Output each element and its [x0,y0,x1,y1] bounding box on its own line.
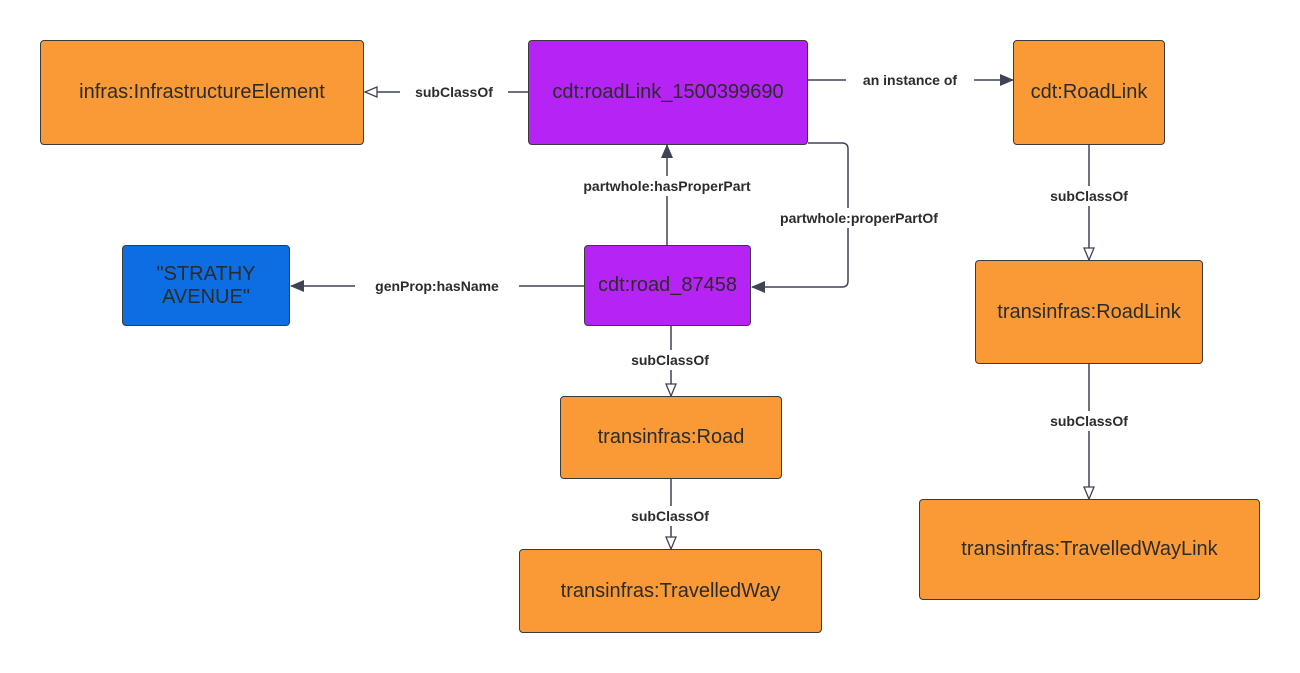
node-transinfras-road-link[interactable]: transinfras:RoadLink [975,260,1203,364]
node-label: cdt:RoadLink [1030,81,1148,103]
node-label: "STRATHY AVENUE" [156,262,256,308]
edge-label-transinfras-road-subclassof: subClassOf [631,508,709,524]
node-label: transinfras:RoadLink [997,300,1181,323]
node-label: cdt:roadLink_1500399690 [552,81,784,103]
node-label: transinfras:TravelledWayLink [961,538,1218,560]
edge-label-proper-part-of: partwhole:properPartOf [780,210,938,226]
node-road-link-instance[interactable]: cdt:roadLink_1500399690 [528,40,808,145]
node-label: infras:InfrastructureElement [79,81,325,103]
edge-label-road-subclassof: subClassOf [631,352,709,368]
node-label: transinfras:Road [597,426,745,448]
node-transinfras-travelled-way[interactable]: transinfras:TravelledWay [519,549,822,633]
node-road-link-class[interactable]: cdt:RoadLink [1013,40,1165,145]
edge-label-roadlink-instance-of: an instance of [863,72,957,88]
edge-label-roadlink-subclassof-infra: subClassOf [415,84,493,100]
edge-label-has-proper-part: partwhole:hasProperPart [583,178,751,194]
edge-label-has-name: genProp:hasName [375,278,499,294]
node-label: cdt:road_87458 [597,274,737,296]
node-road-instance[interactable]: cdt:road_87458 [584,245,751,326]
node-infrastructure-element[interactable]: infras:InfrastructureElement [40,40,364,145]
edge-label-cdt-roadlink-subclassof: subClassOf [1050,188,1128,204]
edge-label-transinfras-roadlink-subclassof: subClassOf [1050,413,1128,429]
node-strathy-avenue-literal[interactable]: "STRATHY AVENUE" [122,245,290,326]
node-transinfras-travelled-way-link[interactable]: transinfras:TravelledWayLink [919,499,1260,600]
node-label: transinfras:TravelledWay [560,579,781,602]
node-transinfras-road[interactable]: transinfras:Road [560,396,782,479]
